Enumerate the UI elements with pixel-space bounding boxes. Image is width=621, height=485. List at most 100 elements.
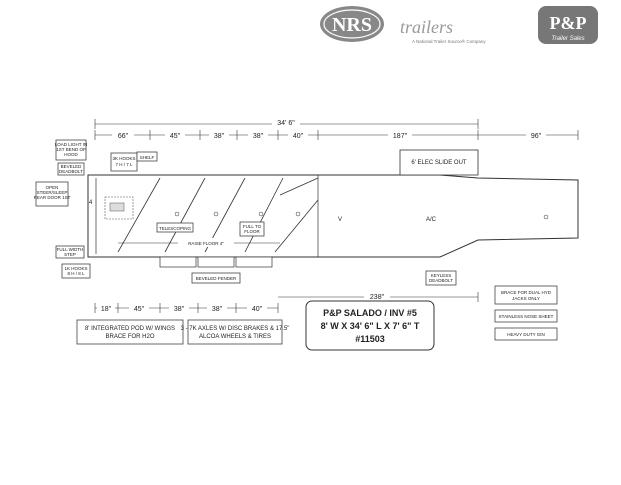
title-line1: P&P SALADO / INV #5 xyxy=(323,308,417,318)
full-to-floor-box xyxy=(239,221,265,237)
seg-label-66: 66" xyxy=(118,133,129,140)
seg-label-187: 187" xyxy=(393,133,408,140)
marker-circle xyxy=(258,211,264,217)
seg-label-bg xyxy=(209,130,229,140)
stall-divider xyxy=(117,177,161,253)
seg-label-bg xyxy=(248,130,268,140)
full-width-step-box xyxy=(55,245,85,259)
seg-label-bg xyxy=(112,130,134,140)
bot-label-bg xyxy=(129,303,149,313)
seg-label-bg xyxy=(165,130,185,140)
trailer-body: 6' ELEC SLIDE OUT 4 V A/C RAISE FLOOR 4" xyxy=(87,149,579,268)
beveled-fender-box xyxy=(191,272,241,284)
pp-text: P&P xyxy=(550,13,587,33)
seg-label-38b: 38" xyxy=(253,133,264,140)
stall-divider xyxy=(274,199,319,253)
top-dimensions: 34' 6" 66" 45" 38" 38" 40" 187" xyxy=(94,117,579,140)
beveled-fender-label: BEVELED FENDER xyxy=(196,276,237,281)
seg-label-bg xyxy=(288,130,308,140)
beveled-deadbolt-box xyxy=(57,162,85,176)
stainless-box xyxy=(494,309,558,323)
load-light-box xyxy=(55,139,87,161)
bot-label-18: 18" xyxy=(101,306,112,313)
marker-circle xyxy=(295,211,301,217)
logo: NRS trailers A National Trailer Source® … xyxy=(320,6,598,44)
raise-floor-label: RAISE FLOOR 4" xyxy=(188,241,224,246)
marker-circle xyxy=(213,211,219,217)
overall-dim-bg xyxy=(272,117,300,127)
fender xyxy=(235,256,273,268)
nrs-oval xyxy=(320,6,384,42)
fender xyxy=(159,256,197,268)
raise-floor-bg xyxy=(178,238,234,247)
telescoping-box xyxy=(156,222,194,233)
bot-label-bg xyxy=(169,303,189,313)
rear-tack-cabinet xyxy=(109,202,125,212)
bottom-dimensions: 18" 45" 38" 38" 40" 238" xyxy=(94,291,479,313)
segment-ticks xyxy=(94,130,579,140)
telescoping-label: TELESCOPING xyxy=(159,226,192,231)
slide-dim-bg xyxy=(364,291,390,301)
title-block-box xyxy=(305,300,435,351)
title-block: P&P SALADO / INV #5 8' W X 34' 6" L X 7'… xyxy=(305,300,435,351)
marker-circle xyxy=(174,211,180,217)
bot-label-bg xyxy=(97,303,115,313)
logo-tagline: A National Trailer Source® Company xyxy=(412,38,486,44)
seg-label-bg xyxy=(526,130,546,140)
bot-label-bg xyxy=(247,303,267,313)
pod-note-box xyxy=(76,319,184,345)
title-line3: #11503 xyxy=(355,334,385,344)
seg-label-bg xyxy=(388,130,412,140)
seg-label-96: 96" xyxy=(531,133,542,140)
bot-label-bg xyxy=(207,303,227,313)
bot-label-45: 45" xyxy=(134,306,145,313)
shelf-label: SHELF xyxy=(140,155,155,160)
axles-note-box xyxy=(187,319,283,345)
segment-labels: 66" 45" 38" 38" 40" 187" 96" xyxy=(112,130,546,140)
open-steer-box xyxy=(35,181,69,207)
pp-sub-text: Trailer Sales xyxy=(551,36,584,42)
rear-door-number: 4 xyxy=(89,200,93,206)
bot-label-38b: 38" xyxy=(212,306,223,313)
pp-badge xyxy=(538,6,598,44)
bot-label-38a: 38" xyxy=(174,306,185,313)
shelf-box xyxy=(136,151,158,162)
stall-divider xyxy=(244,177,284,253)
slide-out-label: 6' ELEC SLIDE OUT xyxy=(411,160,466,166)
stainless-note: STAINLESS NOSE SHEET xyxy=(499,314,554,319)
seg-label-38a: 38" xyxy=(214,133,225,140)
slide-out-box xyxy=(399,149,479,176)
title-line2: 8' W X 34' 6" L X 7' 6" T xyxy=(321,321,420,331)
overall-dim-label: 34' 6" xyxy=(277,120,295,127)
gin-box xyxy=(494,327,558,341)
seg-label-45: 45" xyxy=(170,133,181,140)
seg-label-40: 40" xyxy=(293,133,304,140)
trailer-outline xyxy=(87,174,579,258)
nrs-oval-ring xyxy=(323,9,381,39)
fender xyxy=(197,256,235,268)
nrs-text: NRS xyxy=(332,14,372,36)
stall-divider xyxy=(164,177,206,253)
axles-note: 3 - 7K AXLES W/ DISC BRAKES & 17.5"ALCOA… xyxy=(181,326,290,340)
stall-divider xyxy=(279,177,319,196)
rear-tack-area xyxy=(104,196,134,220)
gin-note: HEAVY DUTY GIN xyxy=(507,332,545,337)
slide-dim-label: 238" xyxy=(370,294,385,301)
v-label: V xyxy=(338,217,342,223)
marker-circle xyxy=(543,214,549,220)
trailers-text: trailers xyxy=(400,17,453,37)
